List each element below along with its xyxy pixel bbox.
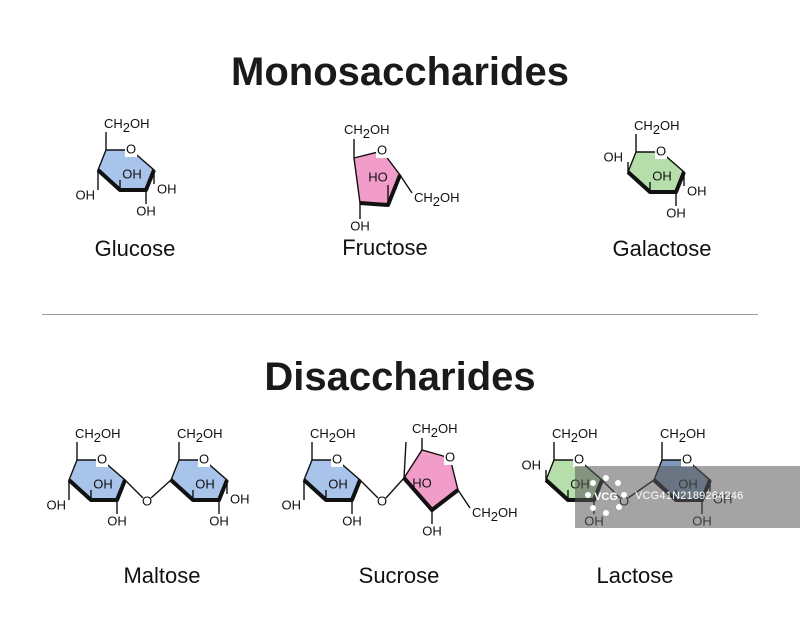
ch2oh-label: CH2OH	[310, 426, 356, 445]
c4-oh-label: OH	[47, 497, 67, 512]
ch2oh-label: CH2OH	[412, 421, 458, 440]
c3-ho-label: HO	[412, 475, 432, 490]
ring-oxygen-label: O	[682, 451, 692, 466]
ch2oh-label: CH2OH	[75, 426, 121, 445]
c1-oh-label: OH	[157, 181, 177, 196]
ring-oxygen-gap	[655, 145, 667, 159]
glycosidic-bond	[359, 479, 379, 499]
lactose-label: Lactose	[596, 563, 674, 588]
ring-bond	[403, 441, 407, 479]
c2-oh-label: OH	[136, 203, 156, 218]
c4-oh-label: OH	[522, 457, 542, 472]
ring-oxygen-gap	[376, 144, 388, 158]
galactose-label: Galactose	[612, 236, 712, 261]
ring-oxygen-gap	[681, 453, 693, 467]
glycosidic-bond	[150, 479, 172, 499]
ring-front-edge	[67, 478, 127, 502]
ring-oxygen-label: O	[574, 451, 584, 466]
ring-front-edge	[302, 478, 362, 502]
ch2oh-label: CH2OH	[634, 118, 680, 137]
c4-oh-label: OH	[350, 218, 370, 233]
ch2oh-label: CH2OH	[414, 190, 460, 209]
sucrose-structure: O CH2OH OH OH OH O O CH2OH HO OH CH2OH	[282, 421, 518, 538]
c4-oh-label: OH	[76, 187, 96, 202]
glycosidic-oxygen-label: O	[377, 493, 387, 508]
ch2oh-bond	[457, 489, 471, 509]
c3-ho-label: HO	[368, 169, 388, 184]
ch2oh-label: CH2OH	[344, 122, 390, 141]
ring-oxygen-label: O	[97, 451, 107, 466]
ring-front-edge	[169, 478, 229, 502]
glycosidic-bond	[124, 479, 144, 499]
monosaccharides-heading: Monosaccharides	[231, 50, 569, 94]
c3-oh-label: OH	[93, 476, 113, 491]
ring-front-edge	[96, 168, 156, 192]
ring-oxygen-label: O	[377, 142, 387, 157]
ch2oh-label: CH2OH	[177, 426, 223, 445]
c2-oh-label: OH	[209, 513, 229, 528]
ring-oxygen-gap	[573, 453, 585, 467]
ring-oxygen-label: O	[199, 451, 209, 466]
watermark-text: VCG41N2189264246	[635, 490, 744, 502]
c3-oh-label: OH	[195, 476, 215, 491]
c4-oh-label: OH	[422, 523, 442, 538]
c4-oh-label: OH	[282, 497, 302, 512]
ring-oxygen-label: O	[126, 141, 136, 156]
sucrose-label: Sucrose	[358, 563, 440, 588]
glucose-label: Glucose	[94, 236, 176, 261]
ch2oh-label: CH2OH	[472, 505, 518, 524]
c2-oh-label: OH	[342, 513, 362, 528]
ring-oxygen-label: O	[332, 451, 342, 466]
ring-oxygen-gap	[444, 451, 456, 465]
watermark: VCG VCG41N2189264246	[575, 466, 800, 528]
ring-front-edge	[626, 170, 686, 194]
ring-oxygen-gap	[198, 453, 210, 467]
c2-oh-label: OH	[666, 205, 686, 220]
ch2oh-label: CH2OH	[552, 426, 598, 445]
c4-oh-label: OH	[604, 149, 624, 164]
ch2oh-label: CH2OH	[104, 116, 150, 135]
ring-oxygen-gap	[96, 453, 108, 467]
disaccharides-heading: Disaccharides	[264, 355, 536, 399]
c3-oh-label: OH	[122, 166, 142, 181]
c1-oh-label: OH	[687, 183, 707, 198]
c3-oh-label: OH	[328, 476, 348, 491]
maltose-label: Maltose	[123, 563, 201, 588]
ring-oxygen-label: O	[656, 143, 666, 158]
ring-oxygen-label: O	[445, 449, 455, 464]
glycosidic-oxygen-label: O	[142, 493, 152, 508]
vcg-logo: VCG	[585, 475, 627, 516]
section-divider	[42, 314, 758, 315]
fructose-label: Fructose	[342, 235, 428, 260]
glycosidic-bond	[385, 477, 405, 499]
svg-text:VCG: VCG	[594, 491, 618, 503]
c2-oh-label: OH	[107, 513, 127, 528]
c3-oh-label: OH	[652, 168, 672, 183]
ch2oh-label: CH2OH	[660, 426, 706, 445]
ring-oxygen-gap	[331, 453, 343, 467]
ring-oxygen-gap	[125, 143, 137, 157]
c1-oh-label: OH	[230, 491, 250, 506]
ch2oh-bond	[399, 174, 413, 194]
